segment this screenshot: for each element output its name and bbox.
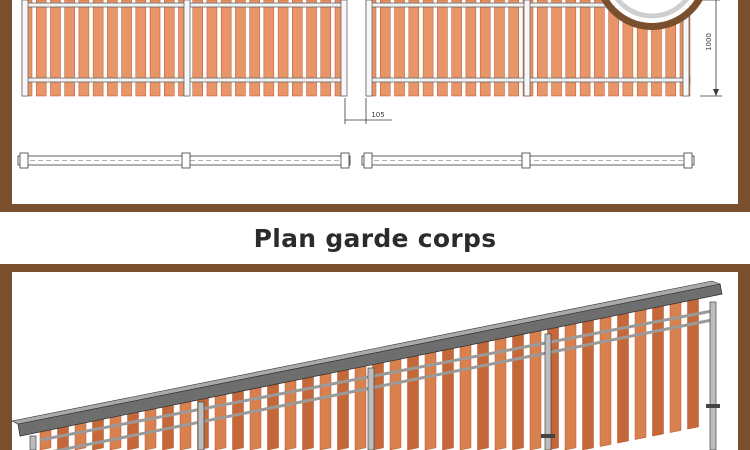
elevation-slat bbox=[192, 0, 203, 97]
elevation-drawing-panel: 1000 105 bbox=[0, 0, 750, 212]
elevation-slat bbox=[651, 0, 662, 97]
elevation-slat bbox=[465, 0, 477, 97]
elevation-slat bbox=[64, 0, 75, 97]
elevation-slat bbox=[107, 0, 118, 97]
perspective-post-foot bbox=[706, 404, 720, 408]
perspective-post-foot bbox=[541, 434, 555, 438]
elevation-slat bbox=[306, 0, 317, 97]
elevation-slat bbox=[249, 0, 260, 97]
frame-top bbox=[0, 264, 750, 272]
elevation-post bbox=[340, 0, 348, 97]
frame-right bbox=[738, 0, 750, 212]
perspective-slat bbox=[407, 347, 419, 450]
plan-post bbox=[181, 152, 191, 169]
plan-view bbox=[17, 152, 695, 169]
elevation-slat bbox=[292, 0, 303, 97]
gap-dimension: 105 bbox=[344, 98, 392, 124]
elevation-slat bbox=[594, 0, 605, 97]
page-title: Plan garde corps bbox=[253, 223, 497, 253]
elevation-slat bbox=[380, 0, 391, 97]
perspective-slat bbox=[389, 351, 402, 450]
frame-left bbox=[0, 0, 12, 212]
elevation-slat bbox=[35, 0, 47, 97]
elevation-slat bbox=[451, 0, 462, 97]
elevation-slat bbox=[437, 0, 448, 97]
elevation-slat bbox=[537, 0, 548, 97]
elevation-slat bbox=[565, 0, 577, 97]
perspective-render bbox=[0, 264, 750, 450]
plan-post bbox=[521, 152, 531, 169]
perspective-slat bbox=[354, 358, 367, 450]
elevation-drawing: 1000 105 bbox=[0, 0, 750, 212]
elevation-slat bbox=[50, 0, 61, 97]
perspective-slat bbox=[267, 375, 279, 450]
elevation-post bbox=[183, 0, 191, 97]
perspective-slat bbox=[512, 326, 524, 450]
elevation-slat bbox=[277, 0, 289, 97]
plan-post bbox=[363, 152, 373, 169]
height-dimension: 1000 bbox=[700, 0, 722, 97]
elevation-slat bbox=[665, 0, 676, 97]
perspective-post bbox=[197, 401, 205, 450]
elevation-post bbox=[365, 0, 373, 97]
elevation-slat bbox=[206, 0, 218, 97]
elevation-bottom-rail bbox=[21, 77, 346, 83]
elevation-slat bbox=[622, 0, 634, 97]
perspective-post bbox=[709, 301, 717, 450]
perspective-slat bbox=[249, 379, 262, 450]
elevation-slat bbox=[164, 0, 175, 97]
perspective-slat bbox=[337, 361, 349, 450]
perspective-slat bbox=[424, 344, 437, 450]
perspective-upper-rail bbox=[39, 309, 713, 442]
perspective-slat bbox=[284, 372, 297, 450]
height-dimension-label: 1000 bbox=[705, 33, 713, 51]
elevation-posts bbox=[21, 0, 690, 97]
elevation-slat bbox=[149, 0, 161, 97]
elevation-slat bbox=[608, 0, 619, 97]
elevation-slat bbox=[579, 0, 591, 97]
elevation-slat bbox=[394, 0, 405, 97]
elevation-slat bbox=[320, 0, 332, 97]
perspective-slat bbox=[302, 368, 314, 450]
gap-dimension-label: 105 bbox=[371, 111, 384, 119]
elevation-slat bbox=[121, 0, 132, 97]
elevation-slat bbox=[494, 0, 505, 97]
plan-post bbox=[683, 152, 693, 169]
elevation-top-rail bbox=[21, 2, 346, 8]
frame-right-bottom bbox=[738, 264, 750, 450]
circle-badge-icon bbox=[601, 0, 703, 30]
perspective-handrail-top bbox=[11, 280, 722, 425]
frame-bottom bbox=[0, 204, 750, 212]
elevation-slat bbox=[263, 0, 275, 97]
elevation-slat bbox=[220, 0, 232, 97]
perspective-slat bbox=[459, 337, 472, 450]
elevation-post bbox=[682, 0, 690, 97]
elevation-slat bbox=[408, 0, 420, 97]
perspective-slat bbox=[529, 323, 542, 450]
plan-post bbox=[19, 152, 29, 169]
plan-post bbox=[340, 152, 350, 169]
elevation-slat bbox=[551, 0, 562, 97]
elevation-slat bbox=[135, 0, 147, 97]
perspective-post bbox=[29, 435, 37, 450]
perspective-slat bbox=[477, 333, 489, 450]
elevation-slat bbox=[508, 0, 519, 97]
perspective-rails bbox=[11, 280, 723, 450]
perspective-slat bbox=[442, 340, 454, 450]
elevation-post bbox=[523, 0, 531, 97]
elevation-slat bbox=[235, 0, 246, 97]
elevation-slat bbox=[422, 0, 434, 97]
perspective-post bbox=[544, 333, 552, 450]
perspective-slat bbox=[319, 365, 332, 450]
elevation-post bbox=[21, 0, 29, 97]
perspective-mid-rail bbox=[52, 318, 713, 450]
perspective-render-panel bbox=[0, 264, 750, 450]
perspective-slat bbox=[494, 330, 507, 450]
elevation-slat bbox=[92, 0, 104, 97]
frame-left-bottom bbox=[0, 264, 12, 450]
elevation-slat bbox=[78, 0, 90, 97]
perspective-post bbox=[367, 367, 375, 450]
elevation-slat bbox=[479, 0, 491, 97]
elevation-slat bbox=[636, 0, 648, 97]
